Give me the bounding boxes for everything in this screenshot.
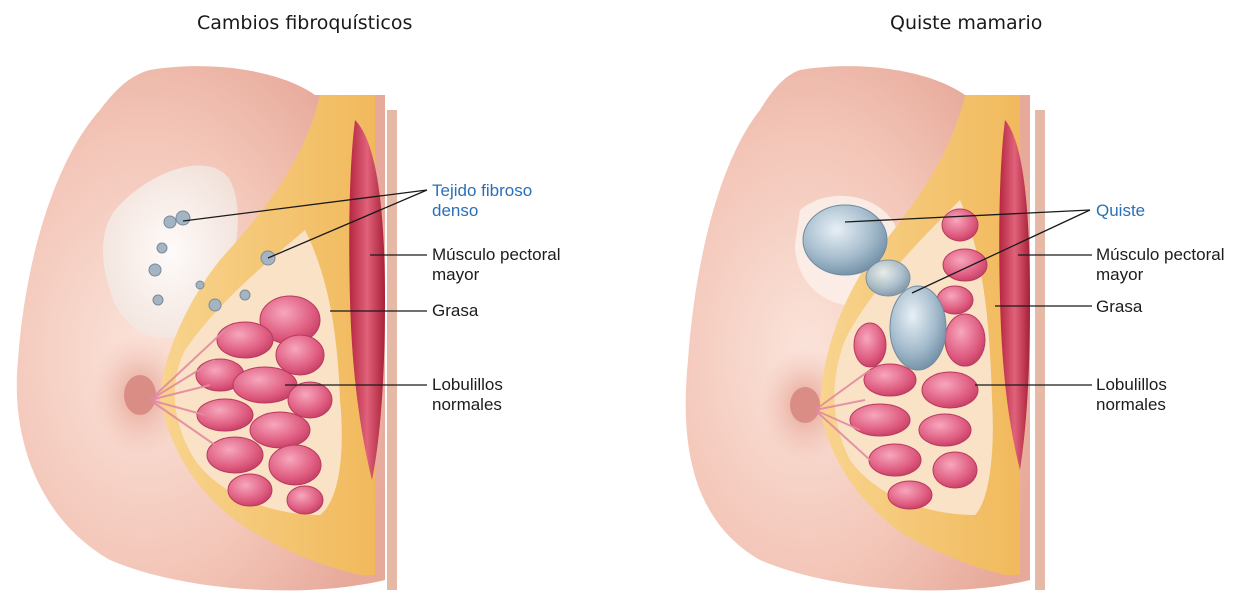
label-line: Quiste [1096,201,1145,221]
label-line: mayor [1096,265,1225,285]
label-fat-right: Grasa [1096,297,1142,317]
label-lobules-left: Lobulillos normales [432,375,503,415]
label-line: normales [432,395,503,415]
breast-fibrocystic [17,66,392,590]
label-line: Grasa [1096,297,1142,317]
label-line: Tejido fibroso [432,181,532,201]
nipple-left [124,375,156,415]
nipple-right [790,387,820,423]
label-line: mayor [432,265,561,285]
label-pectoral-muscle-left: Músculo pectoral mayor [432,245,561,285]
label-fibrous-tissue: Tejido fibroso denso [432,181,532,221]
label-cyst: Quiste [1096,201,1145,221]
label-line: denso [432,201,532,221]
breast-cyst [686,66,1040,590]
cyst-deep [890,286,946,370]
label-fat-left: Grasa [432,301,478,321]
label-pectoral-muscle-right: Músculo pectoral mayor [1096,245,1225,285]
label-line: normales [1096,395,1167,415]
label-line: Grasa [432,301,478,321]
label-lobules-right: Lobulillos normales [1096,375,1167,415]
label-line: Músculo pectoral [432,245,561,265]
label-line: Músculo pectoral [1096,245,1225,265]
label-line: Lobulillos [1096,375,1167,395]
label-line: Lobulillos [432,375,503,395]
